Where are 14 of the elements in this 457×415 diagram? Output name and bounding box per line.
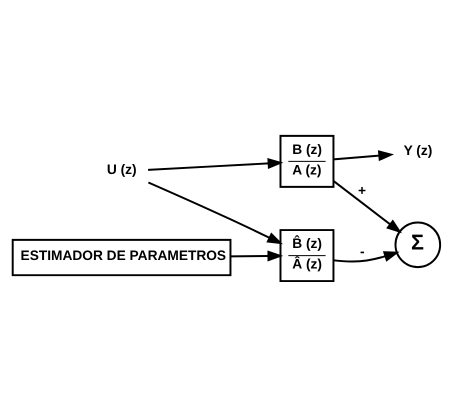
arrow [333,250,400,262]
node-box: ESTIMADOR DE PARAMETROS [12,238,232,276]
arrow [148,181,283,244]
node-text: Y (z) [404,142,432,158]
arrow [332,180,402,233]
arrow [333,150,394,161]
edge-label: + [358,182,366,198]
node-box: B̂ (z) Â (z) [280,228,334,282]
node-circle: Σ [394,220,442,268]
node-text: U (z) [106,161,137,176]
edge-label: - [360,243,365,258]
arrow [148,157,284,170]
node-box: B (z) A (z) [280,134,334,188]
arrow [230,250,284,261]
